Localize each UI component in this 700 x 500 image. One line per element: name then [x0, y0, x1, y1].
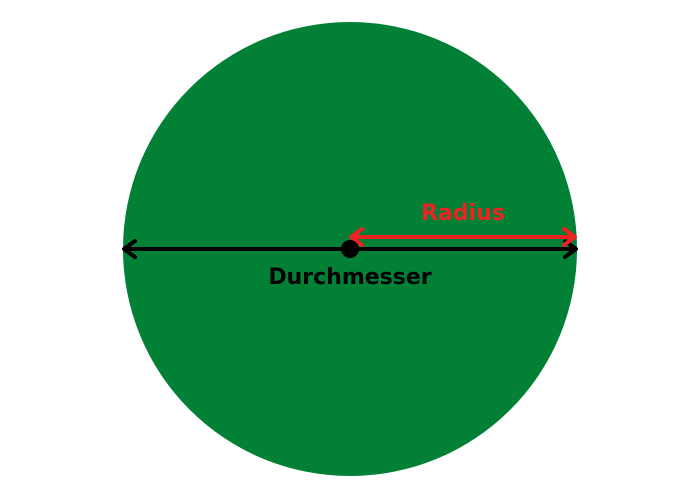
diameter-arrowhead-left: [122, 239, 137, 259]
center-point: [341, 240, 359, 258]
radius-label: Radius: [421, 201, 505, 226]
radius-arrow: [349, 227, 577, 247]
diameter-label: Durchmesser: [268, 265, 431, 290]
radius-arrowhead-left: [349, 227, 364, 247]
radius-arrowhead-right: [562, 227, 577, 247]
